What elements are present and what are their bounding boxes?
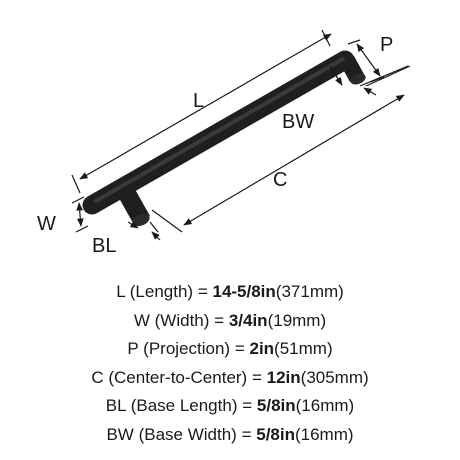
P-ext-top xyxy=(347,39,361,45)
L-dimension-line xyxy=(79,33,332,180)
spec-metric: (371mm) xyxy=(275,282,344,301)
spec-base-width: BW (Base Width) = 5/8in(16mm) xyxy=(0,421,460,450)
label-C: C xyxy=(273,169,287,191)
spec-center-to-center: C (Center-to-Center) = 12in(305mm) xyxy=(0,364,460,393)
spec-value: 12in xyxy=(266,367,301,387)
spec-projection: P (Projection) = 2in(51mm) xyxy=(0,335,460,364)
spec-equals: = xyxy=(241,424,252,444)
spec-value: 3/4in xyxy=(228,310,268,330)
BL-arrow-left xyxy=(127,221,139,229)
spec-name: (Base Width) xyxy=(138,424,237,444)
spec-value: 2in xyxy=(249,339,275,358)
spec-name: (Base Length) xyxy=(130,396,238,415)
L-ext-left xyxy=(71,174,81,194)
C-ext-left xyxy=(151,209,183,233)
spec-metric: (51mm) xyxy=(274,339,333,358)
BL-arrow-right xyxy=(151,231,161,241)
P-dimension-line xyxy=(356,43,381,77)
spec-name: (Length) xyxy=(129,282,194,301)
spec-length: L (Length) = 14-5/8in(371mm) xyxy=(0,278,460,307)
BW-arrow-bottom xyxy=(363,87,377,96)
spec-code: BL xyxy=(105,396,126,415)
BL-ext xyxy=(149,221,159,233)
label-W: W xyxy=(37,213,56,235)
spec-equals: = xyxy=(214,310,225,330)
spec-equals: = xyxy=(197,282,208,301)
C-dimension-line xyxy=(183,94,405,226)
spec-code: P xyxy=(127,339,139,358)
spec-code: L xyxy=(116,282,126,301)
label-BW: BW xyxy=(282,111,314,133)
spec-metric: (16mm) xyxy=(295,396,355,415)
pull-handle-diagram: L P BW C W BL xyxy=(37,29,411,257)
BW-arrow-top xyxy=(329,65,343,86)
W-ext-top xyxy=(71,196,85,204)
spec-metric: (19mm) xyxy=(267,310,327,330)
label-P: P xyxy=(380,34,393,56)
BW-ext xyxy=(359,65,409,87)
spec-metric: (16mm) xyxy=(294,424,354,444)
dimension-lines xyxy=(71,29,411,241)
spec-metric: (305mm) xyxy=(300,367,369,387)
label-BL: BL xyxy=(92,235,116,257)
spec-value: 5/8in xyxy=(256,396,296,415)
W-ext-bottom xyxy=(75,225,89,233)
spec-name: (Center-to-Center) xyxy=(108,367,248,387)
W-dimension-line xyxy=(76,202,84,227)
specification-list: L (Length) = 14-5/8in(371mm) W (Width) =… xyxy=(0,278,460,449)
spec-equals: = xyxy=(251,367,262,387)
spec-base-length: BL (Base Length) = 5/8in(16mm) xyxy=(0,392,460,421)
spec-width: W (Width) = 3/4in(19mm) xyxy=(0,307,460,336)
handle-product xyxy=(82,50,366,227)
spec-value: 14-5/8in xyxy=(212,282,276,301)
spec-code: W xyxy=(133,310,150,330)
label-L: L xyxy=(193,90,204,112)
spec-name: (Projection) xyxy=(143,339,231,358)
spec-equals: = xyxy=(234,339,245,358)
C-ext-right xyxy=(365,65,411,87)
spec-value: 5/8in xyxy=(256,424,295,444)
spec-name: (Width) xyxy=(154,310,210,330)
spec-code: BW xyxy=(106,424,134,444)
spec-equals: = xyxy=(242,396,253,415)
spec-code: C xyxy=(91,367,104,387)
